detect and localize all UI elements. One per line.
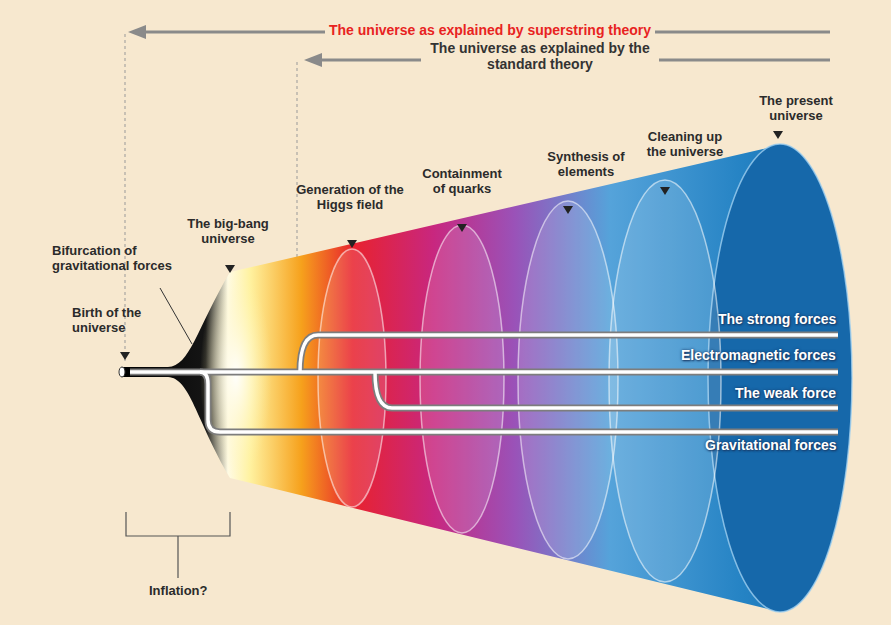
stage-label: The big-bang universe bbox=[187, 217, 269, 246]
theory-title: The universe as explained by superstring… bbox=[325, 23, 655, 39]
stage-label: Bifurcation of gravitational forces bbox=[52, 244, 192, 273]
stage-label: Containment of quarks bbox=[420, 167, 504, 196]
stage-label: Birth of the universe bbox=[72, 306, 164, 335]
stage-label: The present universe bbox=[746, 94, 846, 123]
stage-label: Cleaning up the universe bbox=[645, 130, 725, 159]
bracket-label: Inflation? bbox=[149, 584, 208, 599]
stage-label: Generation of the Higgs field bbox=[295, 183, 405, 212]
force-label: The weak force bbox=[735, 386, 836, 402]
force-label: Gravitational forces bbox=[705, 438, 837, 454]
theory-title: The universe as explained by the standar… bbox=[421, 41, 659, 72]
stage-label: Synthesis of elements bbox=[544, 150, 628, 179]
force-label: Electromagnetic forces bbox=[681, 348, 836, 364]
force-label: The strong forces bbox=[718, 312, 836, 328]
